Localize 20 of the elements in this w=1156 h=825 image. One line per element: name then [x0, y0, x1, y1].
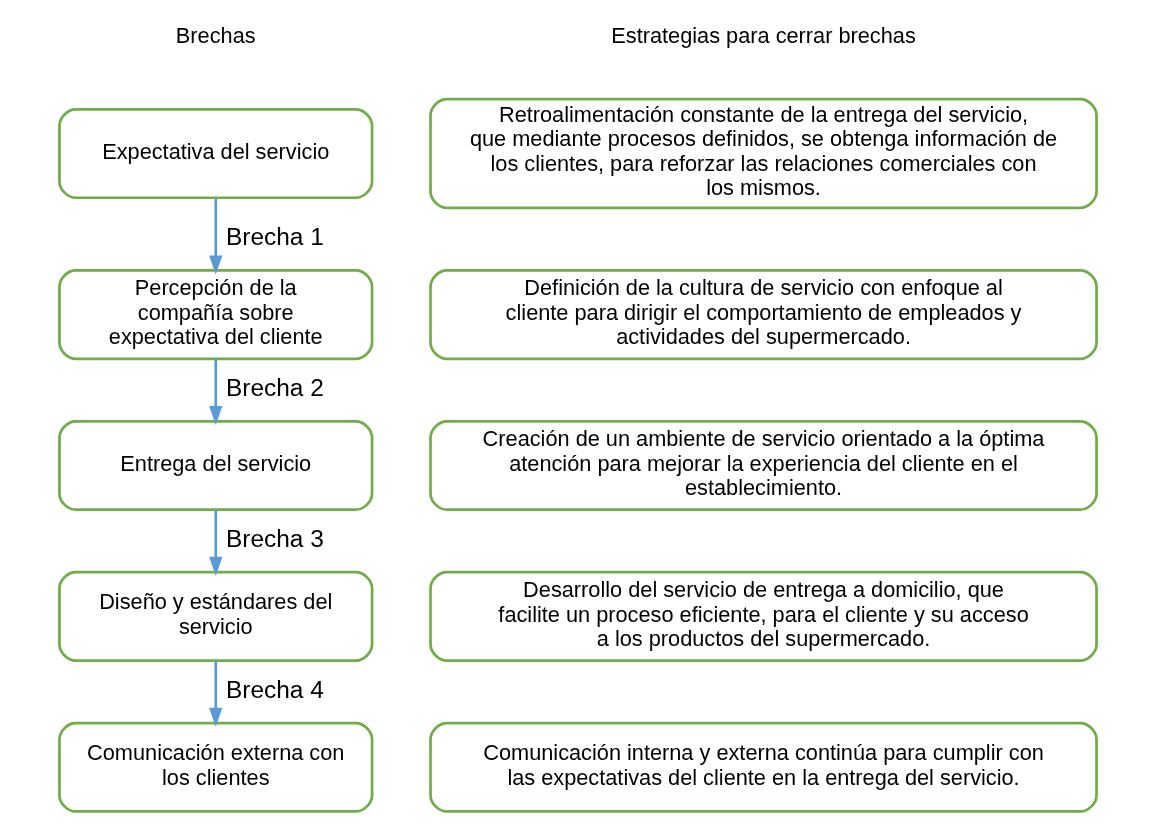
node-box: Desarrollo del servicio de entrega a domicilio, que facilite un proceso eficiente, para el cliente y su acceso a los productos del supermercado. — [429, 570, 1098, 662]
node-box: Expectativa del servicio — [58, 108, 374, 200]
edge-label: Brecha 1 — [225, 223, 324, 251]
node-box: Percepción de la compañía sobre expectativa del cliente — [58, 269, 374, 361]
label: Estrategias para cerrar brechas — [611, 23, 916, 49]
edge-label: Brecha 4 — [225, 675, 324, 703]
arrow — [209, 197, 223, 275]
arrow — [209, 358, 223, 425]
node-box: Retroalimentación constante de la entrega del servicio, que mediante procesos definidos, se obtenga información de los clientes, para reforzar las relaciones comerciales con los mismos. — [429, 97, 1098, 210]
node-box: Comunicación externa con los clientes — [58, 721, 374, 813]
edge-label: Brecha 2 — [225, 374, 324, 402]
arrow — [209, 509, 223, 576]
node-box: Definición de la cultura de servicio con enfoque al cliente para dirigir el comportamiento de empleados y actividades del supermercado. — [429, 269, 1098, 361]
node-box: Entrega del servicio — [58, 419, 374, 512]
node-box: Creación de un ambiente de servicio orientado a la óptima atención para mejorar la experiencia del cliente en el establecimiento. — [429, 419, 1098, 512]
node-box: Comunicación interna y externa continúa para cumplir con las expectativas del cliente en la entrega del servicio. — [429, 721, 1098, 813]
arrow — [209, 660, 223, 727]
edge-label: Brecha 3 — [225, 524, 324, 552]
node-box: Diseño y estándares del servicio — [58, 570, 374, 662]
label: Brechas — [175, 23, 256, 49]
